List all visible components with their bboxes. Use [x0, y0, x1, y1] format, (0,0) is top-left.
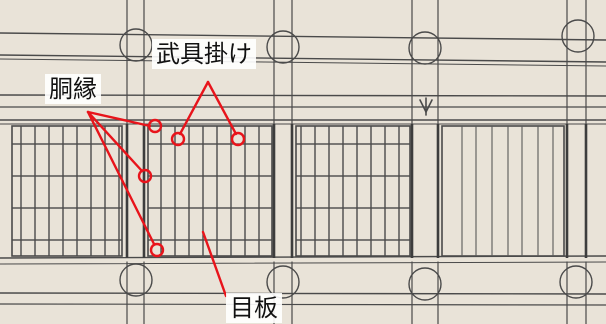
- bolt-circle: [266, 30, 300, 64]
- bolt-circle: [408, 267, 442, 301]
- leader-doubuchi: [86, 110, 156, 246]
- leader-meita: [201, 230, 228, 298]
- annotations: [86, 80, 246, 298]
- lower-beam-line: [0, 292, 606, 295]
- top-beam-line: [0, 58, 606, 67]
- leader-bugukake: [178, 80, 210, 136]
- wall-panels: [11, 125, 565, 257]
- bolt-circle: [119, 263, 153, 297]
- label-doubuchi: 胴縁: [45, 74, 101, 104]
- lower-beam-line: [0, 303, 606, 306]
- lower-beam-line: [0, 261, 606, 265]
- panel-left: [11, 125, 123, 257]
- leader-bugukake: [206, 80, 238, 136]
- label-meita: 目板: [226, 293, 282, 323]
- panel-center-right: [295, 125, 411, 257]
- panel-center-left: [147, 125, 273, 257]
- valve-line: [425, 99, 433, 113]
- panel-right: [441, 125, 565, 257]
- middle-beam-line: [0, 94, 606, 97]
- marker-doubuchi: [147, 118, 163, 134]
- bolt-circle: [408, 31, 442, 65]
- marker-bugukake: [170, 131, 186, 147]
- leader-doubuchi: [86, 110, 152, 128]
- bolt-circle: [561, 19, 595, 53]
- marker-doubuchi: [149, 242, 165, 258]
- marker-doubuchi: [137, 168, 153, 184]
- leader-doubuchi: [86, 110, 144, 173]
- plank-lines: [461, 126, 554, 256]
- frame-verticals: [125, 124, 588, 258]
- bolt-circle: [266, 265, 300, 299]
- marker-bugukake: [230, 131, 246, 147]
- valve-line: [419, 99, 427, 113]
- top-beam-line: [0, 32, 606, 41]
- bolt-circle: [559, 265, 593, 299]
- top-beam-line: [0, 54, 606, 63]
- label-bugukake: 武具掛け: [152, 39, 256, 69]
